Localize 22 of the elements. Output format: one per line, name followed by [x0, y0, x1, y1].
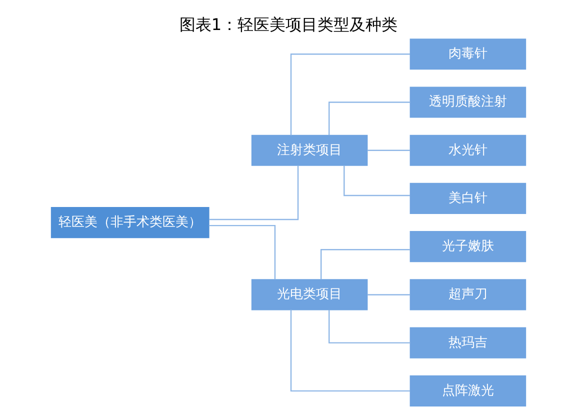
node-box: 光电类项目	[251, 278, 368, 310]
connector	[209, 165, 299, 220]
node-box: 美白针	[410, 182, 526, 214]
connector	[328, 309, 410, 343]
connector	[290, 309, 410, 392]
connector	[368, 149, 410, 150]
connector	[328, 101, 410, 135]
connector	[344, 165, 410, 196]
node-box: 肉毒针	[410, 38, 526, 70]
connector	[290, 53, 410, 135]
node-box: 热玛吉	[410, 326, 526, 358]
node-box: 光子嫩肤	[410, 230, 526, 262]
connector	[368, 294, 410, 295]
node-box: 轻医美（非手术类医美）	[50, 206, 210, 238]
node-box: 注射类项目	[251, 134, 368, 166]
connector	[320, 248, 410, 279]
node-box: 透明质酸注射	[410, 86, 526, 118]
connector	[208, 224, 276, 279]
node-box: 超声刀	[410, 278, 526, 310]
diagram-title: 图表1：轻医美项目类型及种类	[179, 14, 398, 34]
node-box: 水光针	[410, 134, 526, 166]
node-box: 点阵激光	[410, 374, 526, 406]
